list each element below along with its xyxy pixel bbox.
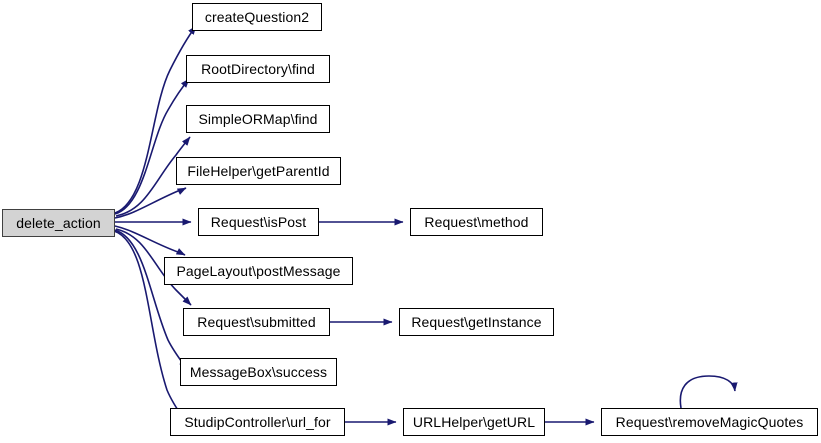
graph-node-label: Request\removeMagicQuotes: [615, 414, 804, 430]
graph-node-label: StudipController\url_for: [184, 414, 331, 430]
graph-node-label: SimpleORMap\find: [198, 111, 318, 127]
graph-node-MessageBox_success[interactable]: MessageBox\success: [180, 358, 337, 386]
graph-node-delete_action[interactable]: delete_action: [2, 209, 115, 237]
graph-node-label: MessageBox\success: [189, 364, 328, 380]
graph-node-label: RootDirectory\find: [201, 61, 315, 77]
graph-node-label: URLHelper\getURL: [412, 414, 536, 430]
graph-edge-Request_removeMagicQuotes-to-Request_removeMagicQuotes: [679, 375, 738, 409]
graph-node-label: Request\submitted: [197, 314, 316, 330]
graph-node-label: Request\getInstance: [411, 314, 542, 330]
graph-edge-delete_action-to-PageLayout_postMessage: [114, 225, 186, 256]
graph-node-PageLayout_postMessage[interactable]: PageLayout\postMessage: [164, 257, 353, 285]
graph-node-SimpleORMap_find[interactable]: SimpleORMap\find: [186, 105, 330, 133]
graph-node-FileHelper_getParentId[interactable]: FileHelper\getParentId: [176, 157, 341, 185]
graph-edge-delete_action-to-SimpleORMap_find: [115, 136, 191, 217]
graph-edge-delete_action-to-RootDirectory_find: [114, 78, 190, 215]
graph-edge-delete_action-to-FileHelper_getParentId: [114, 187, 187, 219]
graph-node-URLHelper_getURL[interactable]: URLHelper\getURL: [403, 408, 545, 436]
graph-node-createQuestion2[interactable]: createQuestion2: [192, 3, 322, 31]
graph-edge-delete_action-to-createQuestion2: [114, 25, 197, 214]
graph-node-label: PageLayout\postMessage: [176, 263, 341, 279]
graph-edge-delete_action-to-Request_submitted: [115, 228, 192, 306]
graph-node-label: Request\isPost: [210, 214, 307, 230]
graph-node-RootDirectory_find[interactable]: RootDirectory\find: [186, 55, 330, 83]
graph-node-Request_removeMagicQuotes[interactable]: Request\removeMagicQuotes: [601, 408, 818, 436]
graph-node-Request_method[interactable]: Request\method: [410, 208, 543, 236]
graph-node-StudipController_url_for[interactable]: StudipController\url_for: [170, 408, 345, 436]
graph-node-label: FileHelper\getParentId: [187, 163, 330, 179]
graph-node-label: Request\method: [424, 214, 529, 230]
graph-node-Request_getInstance[interactable]: Request\getInstance: [399, 308, 554, 336]
graph-node-label: delete_action: [16, 215, 101, 231]
graph-edges: [113, 25, 738, 426]
graph-node-Request_isPost[interactable]: Request\isPost: [198, 208, 319, 236]
graph-node-Request_submitted[interactable]: Request\submitted: [183, 308, 330, 336]
graph-node-label: createQuestion2: [204, 9, 310, 25]
